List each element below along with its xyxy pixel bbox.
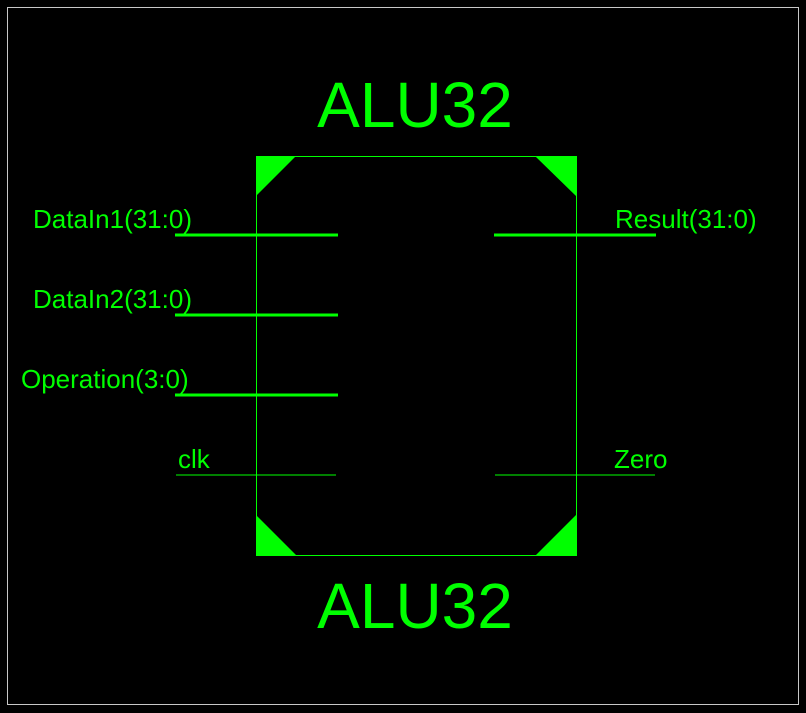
corner-marker-bottom-left [256,515,296,555]
sheet-border [7,7,799,705]
output-pin[interactable]: Zero [495,444,667,476]
pin-label-result: Result(31:0) [615,204,757,234]
input-pin[interactable]: clk [176,444,336,476]
pin-label-zero: Zero [614,444,667,474]
symbol-outline [256,156,577,556]
corner-marker-top-right [536,157,576,196]
pin-label-datain2: DataIn2(31:0) [33,284,192,314]
pin-label-datain1: DataIn1(31:0) [33,204,192,234]
input-pin[interactable]: DataIn2(31:0) [33,284,338,317]
output-pin[interactable]: Result(31:0) [494,204,757,237]
input-pin[interactable]: Operation(3:0) [21,364,338,397]
symbol-title-top: ALU32 [317,69,513,141]
corner-marker-bottom-right [536,515,576,555]
pin-label-operation: Operation(3:0) [21,364,189,394]
corner-marker-top-left [256,157,295,196]
pin-label-clk: clk [178,444,211,474]
input-pin[interactable]: DataIn1(31:0) [33,204,338,237]
alu-symbol-body[interactable] [256,156,577,556]
symbol-title-bottom: ALU32 [317,570,513,642]
